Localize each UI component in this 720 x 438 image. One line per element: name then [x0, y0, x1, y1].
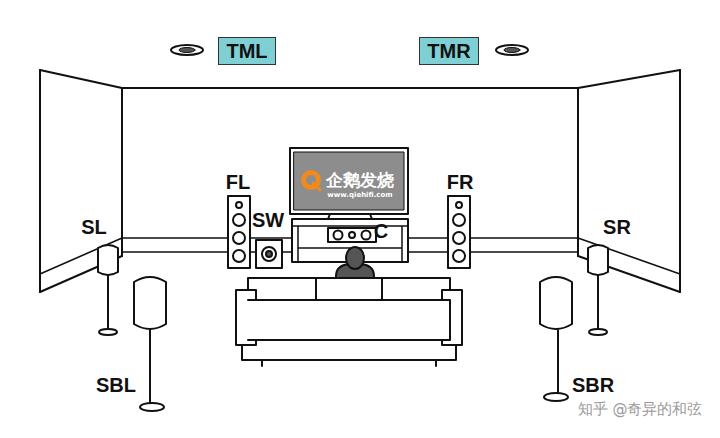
speaker-label: FL [226, 172, 250, 192]
channel-box: TML [218, 37, 276, 65]
speaker-label: SR [603, 217, 631, 237]
watermark: 知乎 @奇异的和弦 [578, 400, 703, 419]
speaker-label: SL [81, 217, 107, 237]
speaker-label: SBR [572, 375, 614, 395]
speaker-label: SBL [96, 375, 136, 395]
speaker-label: C [374, 221, 388, 241]
speaker-label: FR [447, 172, 474, 192]
logo-text: 企鹅发烧 [326, 169, 394, 192]
logo-url: www.qiehifi.com [327, 191, 392, 199]
speaker-label: SW [252, 210, 284, 230]
channel-label: TML [226, 41, 267, 61]
channel-label: TMR [427, 41, 470, 61]
channel-box: TMR [419, 37, 479, 65]
